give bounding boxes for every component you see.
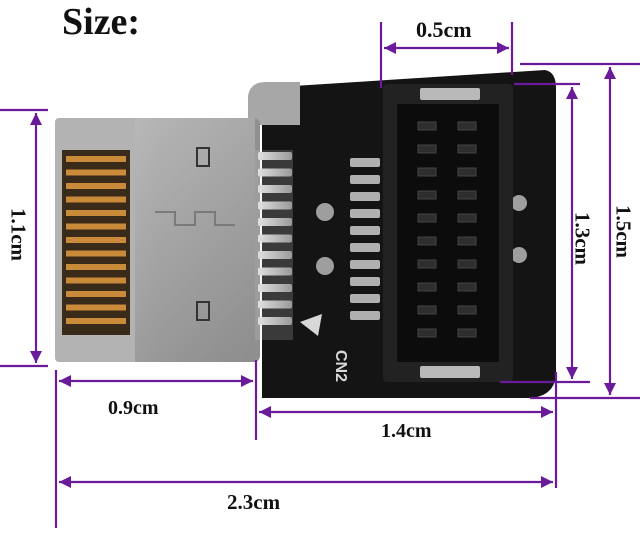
solder-tail — [258, 152, 292, 160]
dimension-label-inner-height: 1.3cm — [570, 211, 595, 266]
header-latch-top — [420, 88, 480, 100]
gold-pin — [66, 291, 126, 297]
header-pin — [457, 328, 477, 338]
mounting-post — [316, 203, 334, 221]
mounting-post — [511, 247, 527, 263]
header-latch-bottom — [420, 366, 480, 378]
header-pin — [457, 121, 477, 131]
solder-tail — [258, 251, 292, 259]
gold-pin — [66, 210, 126, 216]
solder-tail — [258, 234, 292, 243]
gold-pin — [66, 264, 126, 270]
solder-tail — [258, 168, 292, 177]
dimension-label-board-width: 1.4cm — [381, 420, 432, 442]
dimension-arrow — [604, 67, 616, 79]
pcb-top-tab — [248, 82, 300, 125]
gold-pin — [66, 318, 126, 324]
plug-pin-pads — [255, 150, 293, 340]
pin-header-cavity — [397, 104, 499, 362]
header-pin — [417, 190, 437, 200]
plug-shell-rear — [135, 118, 255, 362]
header-pin — [457, 167, 477, 177]
header-pin — [417, 236, 437, 246]
dimension-arrow — [384, 42, 396, 54]
header-pin — [417, 328, 437, 338]
header-pin — [417, 167, 437, 177]
dimension-arrow — [259, 406, 271, 418]
header-pin — [417, 282, 437, 292]
header-pin — [457, 259, 477, 269]
dimension-label-total-width: 2.3cm — [227, 490, 281, 514]
silkscreen-triangle — [300, 314, 322, 336]
board-label: CN2 — [332, 350, 349, 382]
gold-pin — [66, 304, 126, 311]
dimension-arrow — [604, 383, 616, 395]
header-pin — [457, 213, 477, 223]
gold-pin — [66, 156, 126, 162]
dimension-label-total-height: 1.5cm — [611, 204, 636, 259]
gold-pin — [66, 223, 126, 230]
gold-pin — [66, 169, 126, 176]
plug-latch-slot — [196, 301, 210, 321]
solder-pad — [350, 294, 380, 303]
header-pin — [457, 144, 477, 154]
solder-tail — [258, 218, 292, 226]
solder-pad — [350, 226, 380, 235]
dimension-lines — [0, 22, 640, 528]
solder-tail — [258, 317, 292, 325]
dimension-arrow — [566, 367, 578, 379]
solder-pad — [350, 243, 380, 252]
plug-stamp-mark — [155, 211, 235, 226]
dimension-label-left-height: 1.1cm — [6, 207, 31, 262]
header-pin — [457, 305, 477, 315]
header-pin — [417, 305, 437, 315]
plug-solder-tails — [258, 152, 292, 325]
solder-tail — [258, 284, 292, 292]
solder-pad-row-left — [350, 158, 380, 320]
gold-pin — [66, 277, 126, 284]
mounting-post — [316, 257, 334, 275]
dimension-arrow — [30, 351, 42, 363]
gold-pin — [66, 183, 126, 189]
header-pin-grid — [417, 121, 477, 338]
dimension-arrow — [30, 113, 42, 125]
dimension-arrow — [59, 375, 71, 387]
dimension-arrow — [541, 406, 553, 418]
solder-pad — [350, 175, 380, 184]
dimension-arrow — [59, 476, 71, 488]
gold-pin — [66, 250, 126, 257]
header-pin — [417, 144, 437, 154]
gold-contact-pins — [66, 156, 126, 324]
header-pin — [417, 259, 437, 269]
solder-pad — [350, 277, 380, 286]
solder-tail — [258, 300, 292, 309]
dimension-arrow — [541, 476, 553, 488]
dimension-arrow — [497, 42, 509, 54]
gold-pin — [66, 196, 126, 203]
solder-tail — [258, 201, 292, 210]
header-pin — [417, 213, 437, 223]
solder-pad — [350, 158, 380, 167]
header-pin — [457, 190, 477, 200]
solder-tail — [258, 267, 292, 276]
dimension-arrow — [241, 375, 253, 387]
header-pin — [417, 121, 437, 131]
header-pin — [457, 282, 477, 292]
mounting-post — [511, 195, 527, 211]
gold-pin — [66, 237, 126, 243]
dimension-label-plug-width: 0.9cm — [108, 397, 159, 419]
solder-pad — [350, 209, 380, 218]
header-pin — [457, 236, 477, 246]
solder-pad — [350, 192, 380, 201]
dimension-arrow — [566, 87, 578, 99]
size-title: Size: — [62, 1, 141, 43]
plug-latch-slot — [196, 147, 210, 167]
solder-tail — [258, 185, 292, 193]
dimension-label-top-width: 0.5cm — [416, 17, 472, 42]
solder-pad — [350, 311, 380, 320]
solder-pad — [350, 260, 380, 269]
